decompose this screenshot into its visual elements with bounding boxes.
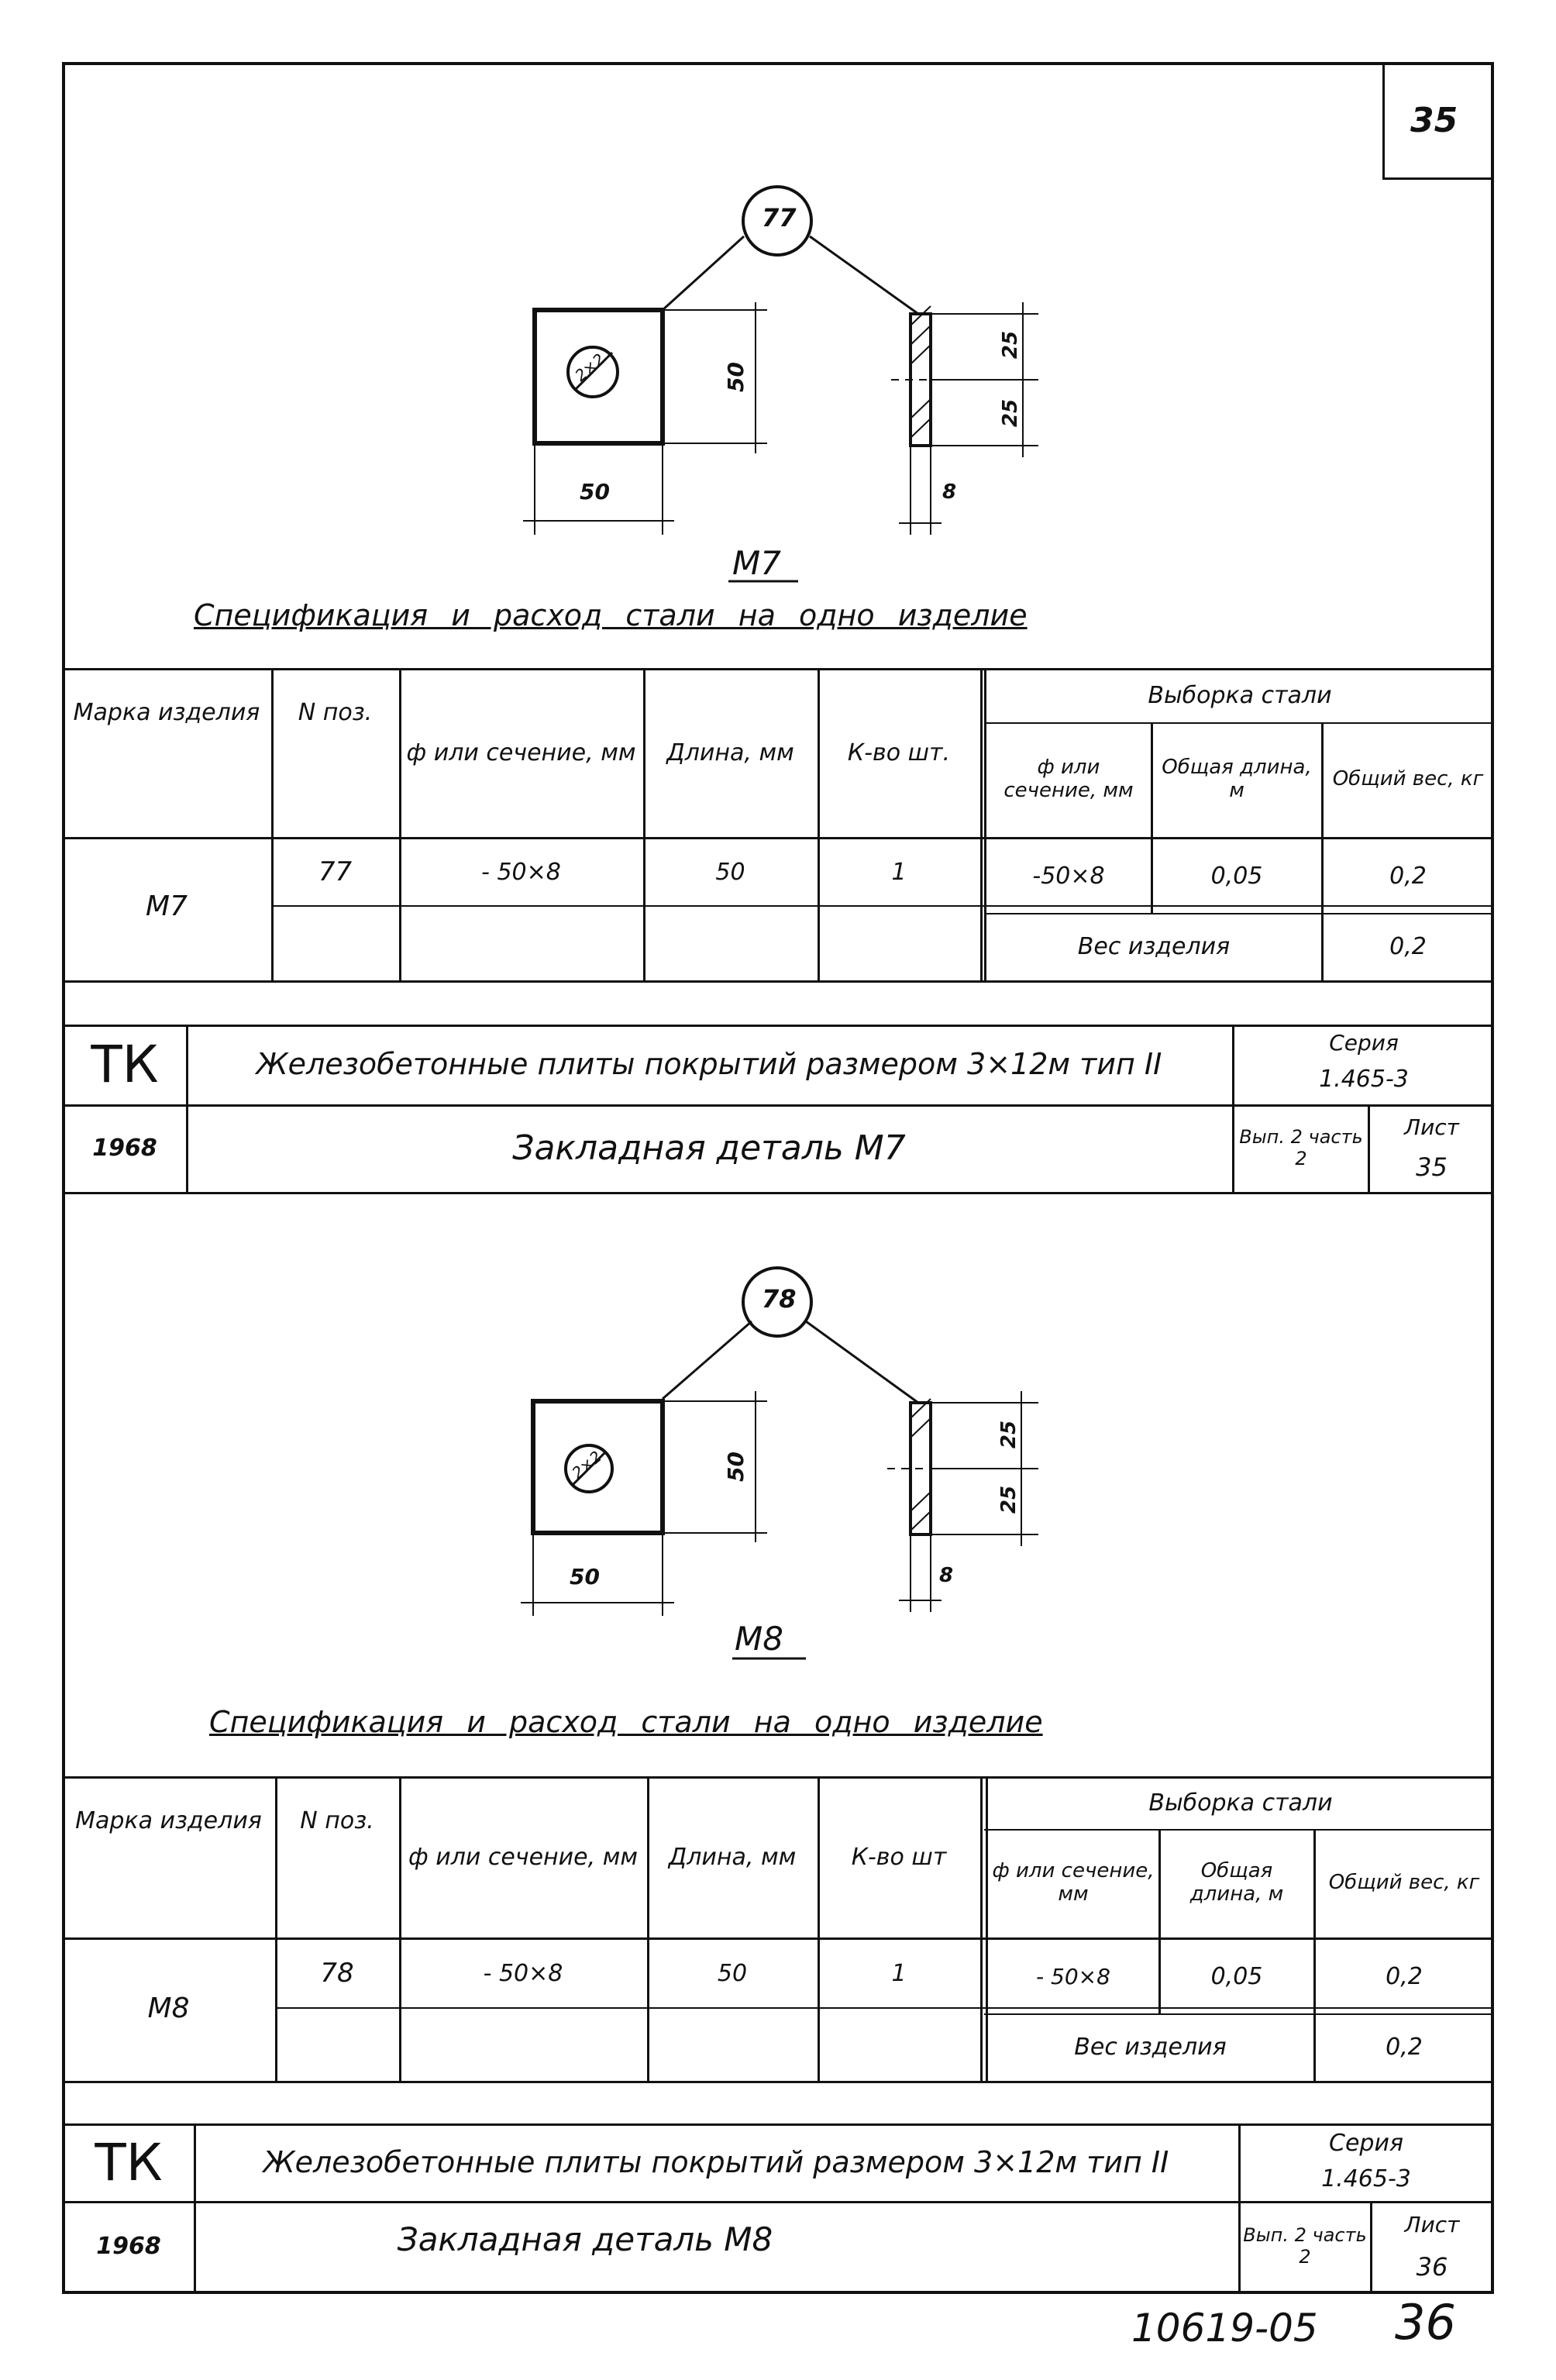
stamp-issue-m8: Вып. 2 часть 2 [1243,2224,1367,2268]
plate-width-dim-m8: 50 [570,1564,600,1590]
stamp-title-m8: Железобетонные плиты покрытий размером 3… [263,2145,1169,2180]
mark-title-m7: М7 [732,544,781,582]
side-dim-bottom-m8: 25 [997,1485,1021,1514]
stamp-series-label-m8: Серия [1329,2129,1403,2157]
stamp-series-label-m7: Серия [1329,1029,1399,1056]
td-pos-m8: 78 [320,1958,354,1989]
th-sample-section-m7: ф или сечение, мм [1003,756,1134,802]
th-section-m8: ф или сечение, мм [408,1844,638,1872]
spec-title-m7: Спецификация и расход стали на одно изде… [194,598,1028,632]
plate-height-dim-m8: 50 [722,1452,749,1482]
td-pos-m7: 77 [318,856,353,888]
position-label-m8: 78 [762,1284,797,1314]
th-sample-m8: Выборка стали [1148,1789,1333,1817]
td-qty-m8: 1 [891,1959,907,1987]
stamp-title-m7: Железобетонные плиты покрытий размером 3… [256,1047,1162,1082]
th-total-weight-m7: Общий вес, кг [1332,767,1484,791]
td-s-section-m7: -50×8 [1032,862,1105,890]
page-number-top: 35 [1410,101,1458,140]
stamp-series-m7: 1.465-3 [1319,1065,1409,1093]
td-length-m8: 50 [717,1959,748,1987]
td-length-m7: 50 [715,858,745,886]
th-total-length-m8: Общая длина, м [1189,1859,1284,1906]
stamp-org-m8: ТК [95,2133,163,2193]
td-s-weight-m7: 0,2 [1389,862,1427,890]
stamp-sheet-m7: 35 [1416,1152,1448,1182]
td-s-length-m8: 0,05 [1210,1962,1263,1990]
td-section-m8: - 50×8 [483,1959,563,1987]
th-length-m7: Длина, мм [666,739,794,767]
footer-page: 36 [1395,2294,1456,2351]
th-mark-m7: Марка изделия [73,698,260,726]
drawing-m7 [523,185,1038,583]
td-product-weight-m8: 0,2 [1386,2033,1423,2061]
th-mark-m8: Марка изделия [75,1807,262,1834]
spec-title-m8: Спецификация и расход стали на одно изде… [209,1705,1043,1739]
th-total-weight-m8: Общий вес, кг [1328,1871,1480,1895]
thickness-dim-m7: 8 [942,480,957,504]
sheet-frame [62,62,1494,2294]
drawing-m8 [521,1266,1038,1660]
th-section-m7: ф или сечение, мм [406,739,636,767]
stamp-series-m8: 1.465-3 [1321,2165,1411,2192]
th-qty-m8: К-во шт [851,1844,947,1872]
td-product-weight-m7: 0,2 [1389,932,1427,960]
stamp-org-m7: ТК [91,1035,159,1095]
th-sample-section-m8: ф или сечение, мм [992,1859,1155,1906]
th-length-m8: Длина, мм [668,1844,797,1872]
th-total-length-m7: Общая длина, м [1162,756,1312,802]
thickness-dim-m8: 8 [939,1564,954,1587]
td-product-weight-label-m7: Вес изделия [1077,932,1231,960]
plate-width-dim-m7: 50 [580,479,610,505]
stamp-detail-m8: Закладная деталь М8 [397,2220,773,2258]
page-number-box [1382,65,1491,180]
stamp-detail-m7: Закладная деталь М7 [512,1128,906,1168]
footer-code: 10619-05 [1131,2306,1318,2351]
stamp-sheet-m8: 36 [1416,2251,1448,2282]
th-pos-m8: N поз. [300,1807,374,1834]
mark-title-m8: М8 [735,1620,783,1658]
stamp-sheet-label-m8: Лист [1404,2211,1460,2237]
th-sample-m7: Выборка стали [1148,681,1332,709]
th-pos-m7: N поз. [298,698,373,726]
side-dim-top-m8: 25 [997,1420,1021,1449]
td-s-length-m7: 0,05 [1210,862,1263,890]
stamp-year-m7: 1968 [92,1134,157,1162]
td-s-weight-m8: 0,2 [1386,1962,1423,1990]
td-s-section-m8: - 50×8 [1036,1963,1110,1989]
td-mark-m8: М8 [147,1993,190,2025]
td-mark-m7: М7 [146,890,188,923]
td-product-weight-label-m8: Вес изделия [1074,2033,1227,2061]
td-qty-m7: 1 [891,858,907,886]
th-qty-m7: К-во шт. [847,739,951,767]
stamp-year-m8: 1968 [96,2232,161,2260]
stamp-sheet-label-m7: Лист [1404,1114,1459,1140]
stamp-issue-m7: Вып. 2 часть 2 [1239,1126,1363,1169]
td-section-m7: - 50×8 [481,858,561,886]
position-label-m7: 77 [762,203,797,232]
